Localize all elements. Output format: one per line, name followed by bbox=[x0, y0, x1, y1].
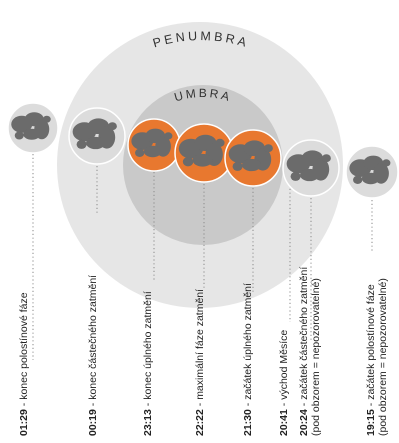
moon-maria bbox=[353, 175, 363, 184]
label-1915: 19:15 - začátek polostínové fáze (pod ob… bbox=[365, 278, 389, 436]
moon-maria bbox=[242, 158, 262, 172]
label-2313: 23:13 - konec úplného zatmění bbox=[142, 291, 154, 436]
moon-maria bbox=[382, 159, 391, 167]
moon-maria bbox=[192, 153, 213, 167]
moon-maria bbox=[14, 131, 24, 140]
moon-maria bbox=[107, 122, 117, 131]
moon-4 bbox=[174, 123, 234, 183]
moon-disk bbox=[7, 102, 59, 154]
moon-sequence bbox=[7, 102, 399, 199]
moon-2 bbox=[68, 107, 126, 165]
moon-6 bbox=[282, 139, 340, 197]
moon-7 bbox=[345, 145, 399, 199]
moon-maria bbox=[76, 139, 87, 149]
moon-maria bbox=[263, 144, 273, 153]
moon-disk bbox=[224, 129, 282, 187]
umbra-label: UMBRA bbox=[173, 86, 234, 104]
label-2130: 21:30 - začátek úplného zatmění bbox=[242, 283, 254, 436]
moon-maria bbox=[23, 128, 41, 140]
moon-1 bbox=[7, 102, 59, 154]
moon-maria bbox=[42, 115, 51, 123]
label-2222: 22:22 - maximální fáze zatmění bbox=[194, 288, 206, 436]
label-0129: 01:29 - konec polostínové fáze bbox=[18, 292, 30, 436]
moon-maria bbox=[164, 132, 173, 140]
moon-disk bbox=[68, 107, 126, 165]
label-2041: 20:41 - východ Měsíce bbox=[278, 329, 290, 436]
timeline-dotted-lines bbox=[32, 154, 373, 360]
moon-3 bbox=[127, 118, 181, 172]
moon-maria bbox=[143, 145, 162, 158]
moon-maria bbox=[300, 168, 320, 182]
moon-disk bbox=[282, 139, 340, 197]
moon-maria bbox=[232, 161, 243, 171]
label-0019: 00:19 - konec částečného zatmění bbox=[87, 274, 99, 436]
label-2024: 20:24 - začátek částečného zatmění (pod … bbox=[298, 266, 322, 436]
moon-maria bbox=[182, 157, 194, 167]
moon-maria bbox=[86, 136, 106, 150]
moon-maria bbox=[290, 171, 301, 181]
moon-maria bbox=[321, 154, 331, 163]
moon-maria bbox=[361, 172, 380, 185]
moon-disk bbox=[345, 145, 399, 199]
moon-5 bbox=[224, 129, 282, 187]
moon-maria bbox=[215, 138, 225, 147]
moon-maria bbox=[135, 148, 145, 157]
